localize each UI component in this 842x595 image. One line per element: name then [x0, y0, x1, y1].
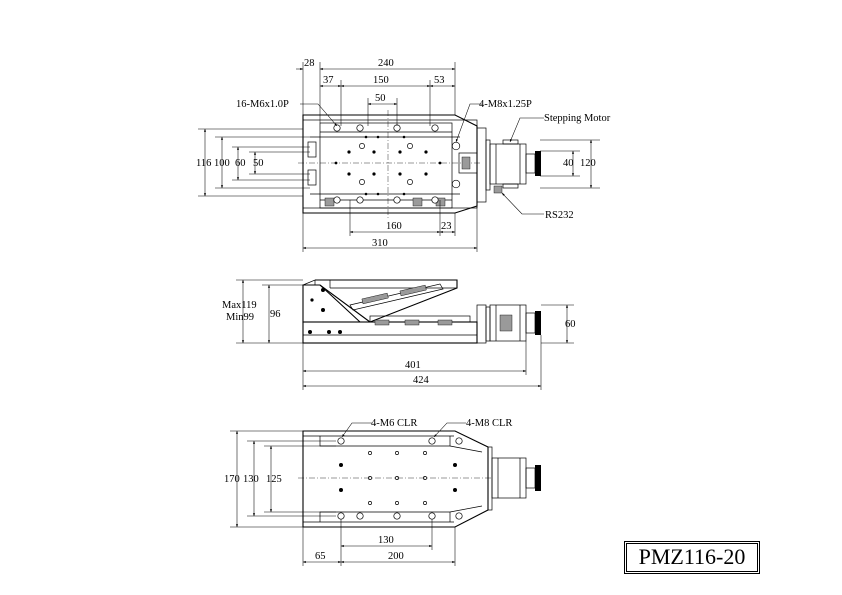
dim-200: 200	[388, 551, 404, 562]
dim-50: 50	[375, 93, 386, 104]
dim-160: 160	[386, 221, 402, 232]
top-view: 28 240 37 150 53 50 16-M6x1.0P 4-M8x1.25…	[196, 58, 611, 252]
dim-23: 23	[441, 221, 452, 232]
dim-60-side: 60	[565, 319, 576, 330]
note-4-m8: 4-M8x1.25P	[479, 99, 532, 110]
dim-96: 96	[270, 309, 281, 320]
side-view: Max119 Min99 96 60 401 424	[222, 279, 576, 390]
dim-120: 120	[580, 158, 596, 169]
dim-max119: Max119	[222, 300, 257, 311]
dim-40: 40	[563, 158, 574, 169]
note-stepping-motor: Stepping Motor	[544, 113, 611, 124]
dim-130-horizontal: 130	[378, 535, 394, 546]
dim-50-vertical: 50	[253, 158, 264, 169]
dim-424: 424	[413, 375, 430, 386]
dim-37: 37	[323, 75, 334, 86]
dim-100: 100	[214, 158, 230, 169]
bottom-holes	[337, 437, 463, 520]
stepping-motor	[489, 139, 541, 194]
top-holes	[333, 124, 461, 204]
dim-170: 170	[224, 474, 240, 485]
dim-150: 150	[373, 75, 389, 86]
dim-53: 53	[434, 75, 445, 86]
dim-240: 240	[378, 58, 394, 69]
note-rs232: RS232	[545, 210, 574, 221]
dim-28: 28	[304, 58, 315, 69]
bottom-motor	[491, 457, 541, 499]
carriage-plate	[319, 122, 453, 209]
side-motor	[489, 304, 541, 342]
model-title-block: PMZ116-20	[624, 541, 760, 574]
dim-401: 401	[405, 360, 421, 371]
dim-65: 65	[315, 551, 326, 562]
bottom-view: 4-M6 CLR 4-M8 CLR 170 130 125 130 65 200	[224, 418, 541, 566]
note-4-m6-clr: 4-M6 CLR	[371, 418, 417, 429]
wedge-top-plate	[315, 279, 458, 323]
dim-60: 60	[235, 158, 246, 169]
dim-310: 310	[372, 238, 388, 249]
note-16-m6: 16-M6x1.0P	[236, 99, 289, 110]
note-4-m8-clr: 4-M8 CLR	[466, 418, 512, 429]
dim-min99: Min99	[226, 312, 254, 323]
dim-125: 125	[266, 474, 282, 485]
dim-116: 116	[196, 158, 211, 169]
dim-130: 130	[243, 474, 259, 485]
